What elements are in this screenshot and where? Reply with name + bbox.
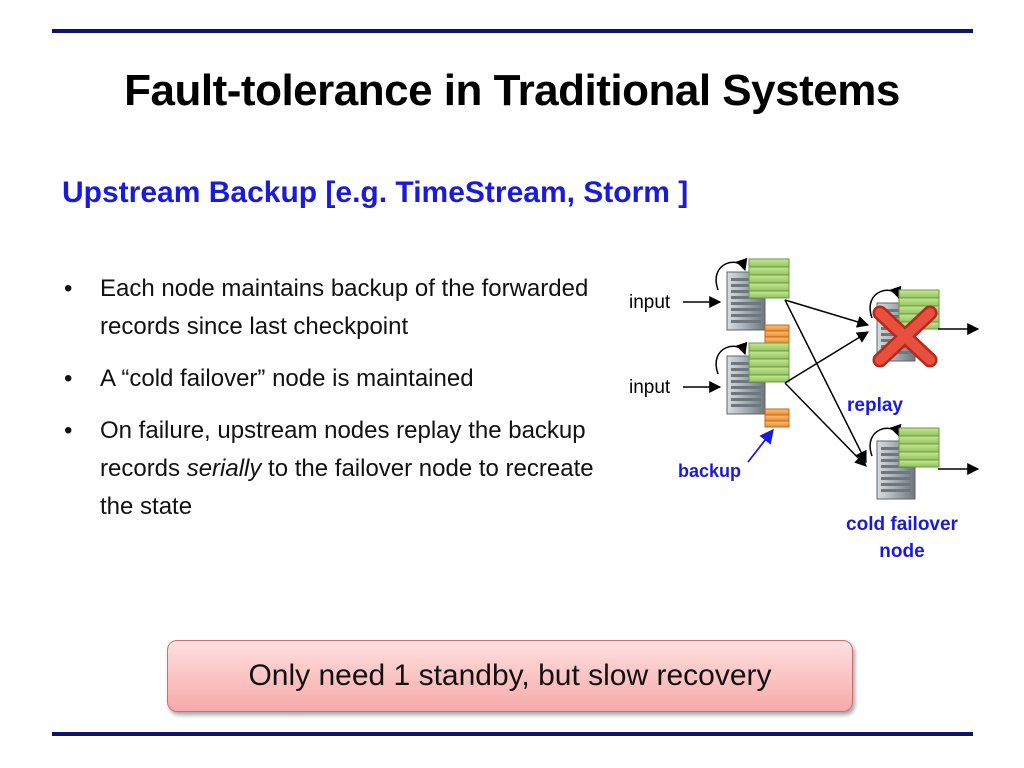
- state-stack-icon: [898, 427, 940, 468]
- state-stack-icon: [748, 258, 790, 299]
- failure-x-icon: [872, 305, 938, 368]
- bullet-item: • On failure, upstream nodes replay the …: [62, 412, 622, 526]
- failover-label-line1: cold failover: [846, 514, 959, 535]
- backup-pointer-arrow: [747, 428, 774, 463]
- bullet-marker: •: [64, 417, 73, 444]
- summary-callout: Only need 1 standby, but slow recovery: [167, 640, 853, 712]
- failover-label-line2: node: [879, 541, 924, 562]
- bullet-item: • A “cold failover” node is maintained: [62, 360, 622, 398]
- backup-stack-icon: [764, 324, 790, 344]
- edge-node2-to-failover: [784, 382, 867, 467]
- replay-label: replay: [847, 395, 903, 416]
- bullet-list: • Each node maintains backup of the forw…: [62, 270, 622, 540]
- self-loop-arrow-icon: [715, 257, 748, 291]
- bullet-marker: •: [64, 365, 73, 392]
- self-loop-arrow-icon: [715, 341, 748, 375]
- bullet-text: Each node maintains backup of the forwar…: [100, 275, 589, 340]
- self-loop-arrow-icon: [869, 285, 902, 319]
- input-label-bottom: input: [629, 377, 671, 398]
- state-stack-icon: [748, 342, 790, 383]
- upstream-node-1: [715, 257, 790, 344]
- self-loop-arrow-icon: [869, 423, 902, 457]
- callout-text: Only need 1 standby, but slow recovery: [248, 659, 772, 692]
- failed-node: [869, 285, 940, 368]
- slide-subtitle: Upstream Backup [e.g. TimeStream, Storm …: [62, 176, 689, 209]
- bullet-emphasis: serially: [186, 455, 262, 482]
- slide-title: Fault-tolerance in Traditional Systems: [124, 66, 900, 115]
- edge-node1-to-failover: [784, 299, 867, 464]
- backup-stack-icon: [764, 408, 790, 428]
- bullet-marker: •: [64, 275, 73, 302]
- bottom-rule: [52, 732, 973, 736]
- input-label-top: input: [629, 292, 671, 313]
- edge-node2-to-failed: [784, 331, 870, 384]
- bullet-text: On failure, upstream nodes replay the ba…: [100, 417, 586, 482]
- cold-failover-node: [869, 423, 940, 500]
- bullet-item: • Each node maintains backup of the forw…: [62, 270, 622, 346]
- bullet-text: A “cold failover” node is maintained: [100, 365, 474, 392]
- top-rule: [52, 29, 973, 33]
- edge-node1-to-failed: [784, 299, 870, 328]
- bullet-text-tail: to the failover node to recreate the sta…: [100, 455, 594, 520]
- upstream-node-2: [715, 341, 790, 428]
- backup-label: backup: [678, 461, 741, 481]
